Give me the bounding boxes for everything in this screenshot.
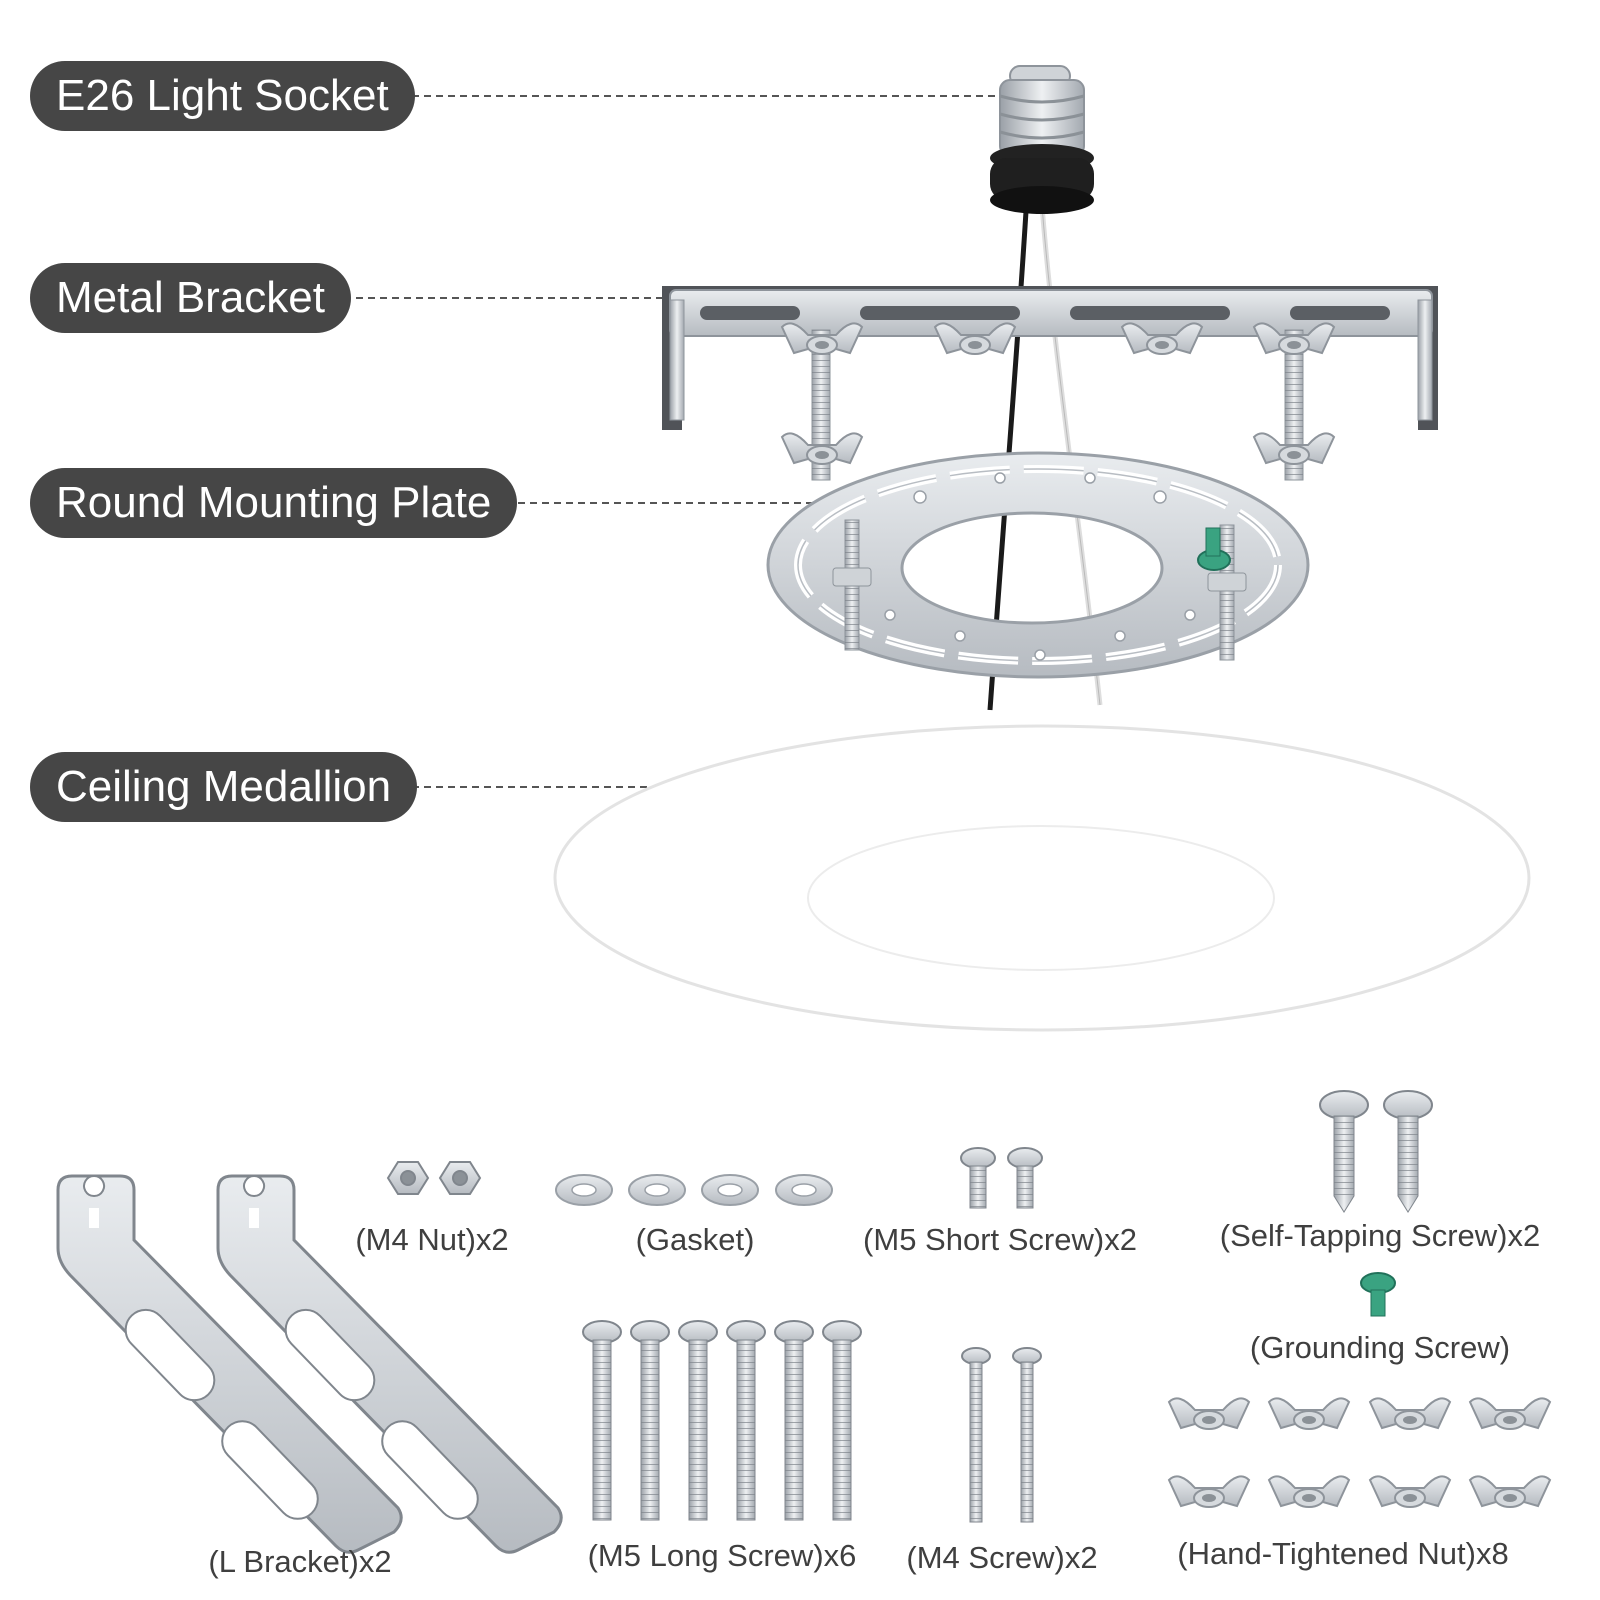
label-gasket: (Gasket) xyxy=(635,1222,755,1257)
ceiling-medallion-drawing xyxy=(553,724,1531,1032)
m4-screw-drawing xyxy=(961,1347,1042,1523)
gasket-drawing xyxy=(555,1174,833,1206)
label-self-tapping-screw: (Self-Tapping Screw)x2 xyxy=(1219,1218,1541,1253)
round-mounting-plate-drawing xyxy=(766,451,1310,679)
l-bracket-drawing xyxy=(56,1174,563,1554)
self-tapping-screw-drawing xyxy=(1319,1090,1433,1213)
callout-e26-light-socket: E26 Light Socket xyxy=(30,61,415,131)
m5-long-screw-drawing xyxy=(582,1320,862,1521)
label-hand-tightened-nut: (Hand-Tightened Nut)x8 xyxy=(1177,1536,1509,1571)
label-m4-screw: (M4 Screw)x2 xyxy=(906,1540,1098,1575)
metal-bracket-drawing xyxy=(662,286,1438,481)
e26-socket-drawing xyxy=(990,65,1094,214)
label-m5-long-screw: (M5 Long Screw)x6 xyxy=(587,1538,857,1573)
m5-short-screw-drawing xyxy=(960,1147,1043,1209)
label-grounding-screw: (Grounding Screw) xyxy=(1249,1330,1511,1365)
label-l-bracket: (L Bracket)x2 xyxy=(208,1544,392,1579)
hand-tightened-nut-drawing xyxy=(1168,1397,1551,1508)
label-m4-nut: (M4 Nut)x2 xyxy=(355,1222,509,1257)
m4-nut-drawing xyxy=(386,1161,482,1195)
grounding-screw-drawing xyxy=(1360,1272,1396,1317)
callout-metal-bracket: Metal Bracket xyxy=(30,263,351,333)
label-m5-short-screw: (M5 Short Screw)x2 xyxy=(863,1222,1137,1257)
callout-round-mounting-plate: Round Mounting Plate xyxy=(30,468,518,538)
callout-ceiling-medallion: Ceiling Medallion xyxy=(30,752,418,822)
leader-lines xyxy=(356,91,1048,792)
